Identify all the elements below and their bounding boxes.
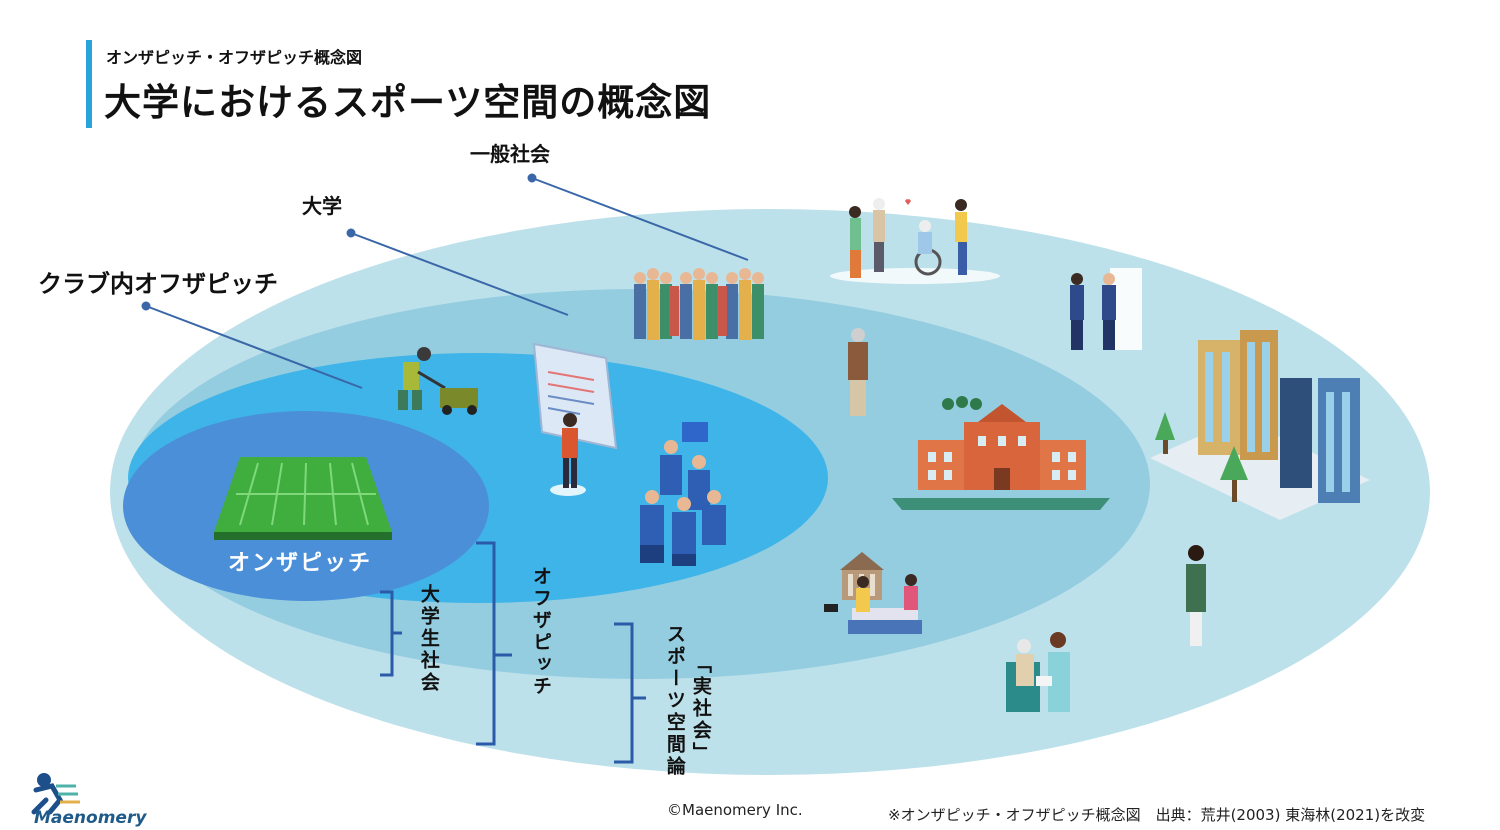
club-off-pitch-label: クラブ内オフザピッチ (38, 270, 278, 298)
soccer-field-icon (214, 457, 392, 540)
caregivers-icon (830, 195, 1000, 284)
logo-name: Maenomery (34, 808, 147, 828)
cheering-fans-icon (640, 422, 726, 566)
real-society-label-line2: スポーツ空間論 (663, 624, 686, 778)
presenter-icon (532, 342, 618, 496)
title-accent-bar (86, 40, 92, 128)
copyright-text: ©Maenomery Inc. (667, 801, 803, 819)
students-study-icon (824, 552, 922, 634)
page-subtitle: オンザピッチ・オフザピッチ概念図 (106, 48, 363, 67)
real-society-label-line1: 「実社会」 (689, 654, 712, 764)
general-society-pointer (531, 177, 749, 261)
professor-icon (848, 328, 868, 416)
club-pointer (145, 305, 363, 389)
off-the-pitch-bracket (476, 541, 512, 746)
handshake-icon (1070, 268, 1142, 350)
off-the-pitch-label: オフザピッチ (529, 566, 552, 698)
student-society-bracket (380, 590, 402, 677)
runner-logo-icon (31, 773, 80, 815)
source-note: ※オンザピッチ・オフザピッチ概念図 出典：荒井(2003) 東海林(2021)を… (888, 806, 1426, 824)
university-label: 大学 (302, 194, 342, 218)
university-pointer (350, 232, 569, 316)
groundskeeper-icon (398, 347, 478, 415)
on-the-pitch-label: オンザピッチ (228, 551, 373, 576)
university-building-icon (892, 396, 1110, 510)
real-society-bracket (614, 622, 646, 764)
nurse-patient-icon (1006, 632, 1070, 712)
crowd-icon (634, 268, 764, 340)
student-society-label: 大学生社会 (417, 584, 440, 694)
page-title: 大学におけるスポーツ空間の概念図 (104, 81, 712, 124)
general-society-label: 一般社会 (470, 142, 550, 166)
city-buildings-icon (1150, 330, 1370, 520)
shop-clerk-icon (1186, 545, 1206, 646)
